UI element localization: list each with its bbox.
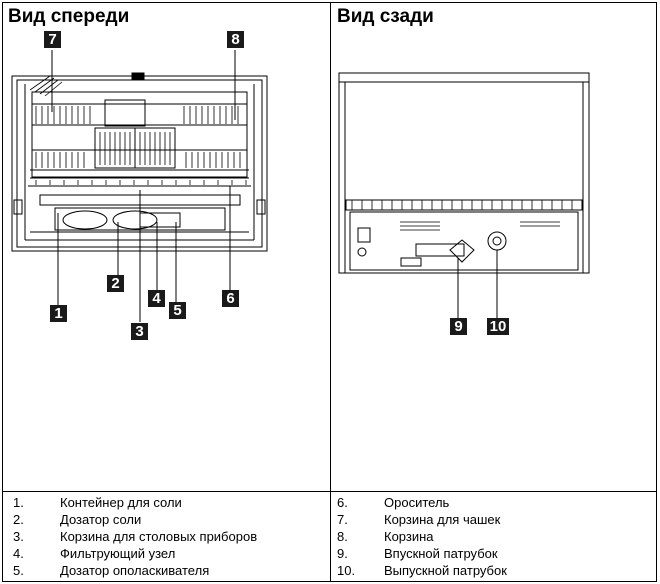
- callout-1: 1: [50, 305, 67, 322]
- front-view-diagram: [11, 50, 268, 322]
- front-view-title: Вид спереди: [8, 6, 130, 27]
- column-divider: [330, 2, 331, 582]
- callout-7: 7: [44, 31, 61, 48]
- callout-8: 8: [227, 31, 244, 48]
- callout-3: 3: [131, 323, 148, 340]
- callout-9: 9: [450, 318, 467, 335]
- rear-view-title: Вид сзади: [337, 6, 434, 27]
- callout-10: 10: [487, 318, 509, 335]
- callout-2: 2: [107, 275, 124, 292]
- callout-4: 4: [148, 290, 165, 307]
- rear-view-diagram: [338, 72, 590, 318]
- row-divider: [2, 491, 657, 492]
- callout-6: 6: [222, 290, 239, 307]
- callout-5: 5: [169, 302, 186, 319]
